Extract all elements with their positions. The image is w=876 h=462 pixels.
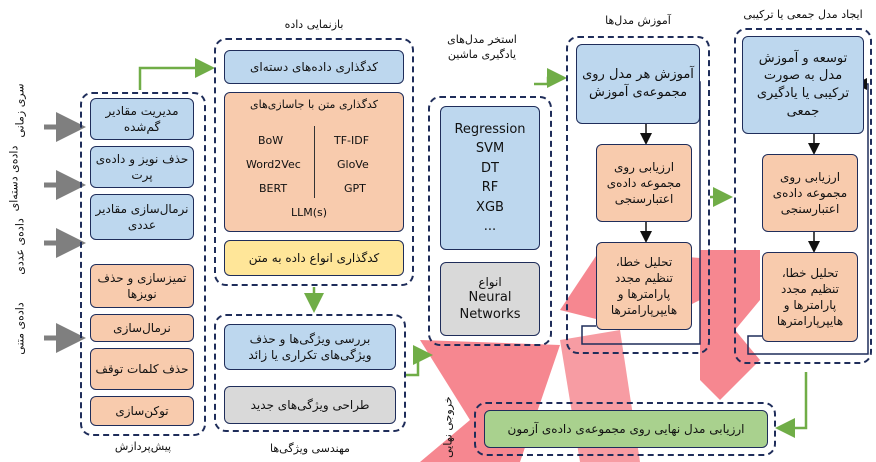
- training-error-analysis: تحلیل خطا، تنظیم مجدد پارامترها و هایپرپ…: [596, 242, 692, 330]
- feature-engineering-title: مهندسی ویژگی‌ها: [270, 442, 350, 455]
- feature-review: بررسی ویژگی‌ها و حذف ویژگی‌های تکراری یا…: [224, 324, 396, 370]
- embedding-llm: LLM(s): [291, 206, 328, 219]
- model-xgb: XGB: [476, 199, 504, 215]
- feature-design: طراحی ویژگی‌های جدید: [224, 386, 396, 424]
- ensemble-validation-eval: ارزیابی روی مجموعه داده‌ی اعتبارسنجی: [762, 154, 858, 232]
- text-embedding-title: کدگذاری متن با جاسازی‌های: [250, 98, 378, 111]
- neural-networks-box: انواع Neural Networks: [440, 262, 540, 336]
- ensemble-develop: توسعه و آموزش مدل به صورت ترکیبی یا یادگ…: [742, 36, 864, 134]
- preprocess-stopwords: حذف کلمات توقف: [90, 348, 194, 390]
- model-dt: DT: [481, 160, 499, 176]
- ensemble-group: [734, 28, 872, 364]
- training-group: [566, 36, 710, 354]
- embedding-glove: GloVe: [337, 158, 369, 171]
- embedding-word2vec: Word2Vec: [246, 158, 301, 171]
- feature-engineering-group: [214, 314, 406, 432]
- preprocess-tokenization: توکن‌سازی: [90, 396, 194, 426]
- preprocess-text-normalization: نرمال‌سازی: [90, 314, 194, 342]
- embedding-divider: [314, 126, 315, 198]
- embedding-gpt: GPT: [344, 182, 366, 195]
- ensemble-title: ایجاد مدل جمعی یا ترکیبی: [743, 8, 863, 21]
- model-pool-group: [428, 96, 552, 346]
- categorical-encoding: کدگذاری داده‌های دسته‌ای: [224, 50, 404, 84]
- model-svm: SVM: [475, 141, 505, 156]
- model-pool-title: استخر مدل‌های یادگیری ماشین: [447, 33, 517, 62]
- model-regression: Regression: [454, 121, 526, 137]
- preprocess-numeric-normalization: نرمال‌سازی مقادیر عددی: [90, 194, 194, 240]
- multi-type-to-text-encoding: کدگذاری انواع داده به متن: [224, 240, 404, 276]
- ml-models-box: Regression SVM DT RF XGB ...: [440, 106, 540, 250]
- final-output-label: خروجی نهایی: [441, 396, 455, 458]
- model-rf: RF: [481, 180, 499, 195]
- train-each-model: آموزش هر مدل روی مجموعه‌ی آموزش: [576, 44, 700, 124]
- embedding-tfidf: TF-IDF: [334, 134, 370, 147]
- preprocess-noise-outliers: حذف نویز و داده‌ی پرت: [90, 146, 194, 188]
- preprocess-text-cleaning: تمیزسازی و حذف نویزها: [90, 264, 194, 308]
- embedding-bert: BERT: [259, 182, 288, 195]
- preprocessing-group: [80, 92, 206, 436]
- model-ellipsis: ...: [483, 219, 497, 234]
- embedding-bow: BoW: [258, 134, 284, 147]
- preprocessing-title: پیش‌پردازش: [114, 440, 172, 453]
- representation-group: [214, 38, 414, 286]
- final-test-evaluation: ارزیابی مدل نهایی روی مجموعه‌ی داده‌ی آز…: [484, 410, 768, 448]
- representation-title: بازنمایی داده: [284, 18, 344, 31]
- ensemble-error-analysis: تحلیل خطا، تنظیم مجدد پارامترها و هایپرپ…: [762, 252, 858, 342]
- final-group: [474, 402, 776, 456]
- neural-networks-prefix: انواع: [478, 275, 502, 290]
- neural-networks-label: Neural Networks: [459, 290, 521, 323]
- training-title: آموزش مدل‌ها: [605, 14, 671, 27]
- preprocess-missing-values: مدیریت مقادیر گم‌شده: [90, 98, 194, 140]
- training-validation-eval: ارزیابی روی مجموعه داده‌ی اعتبارسنجی: [596, 144, 692, 222]
